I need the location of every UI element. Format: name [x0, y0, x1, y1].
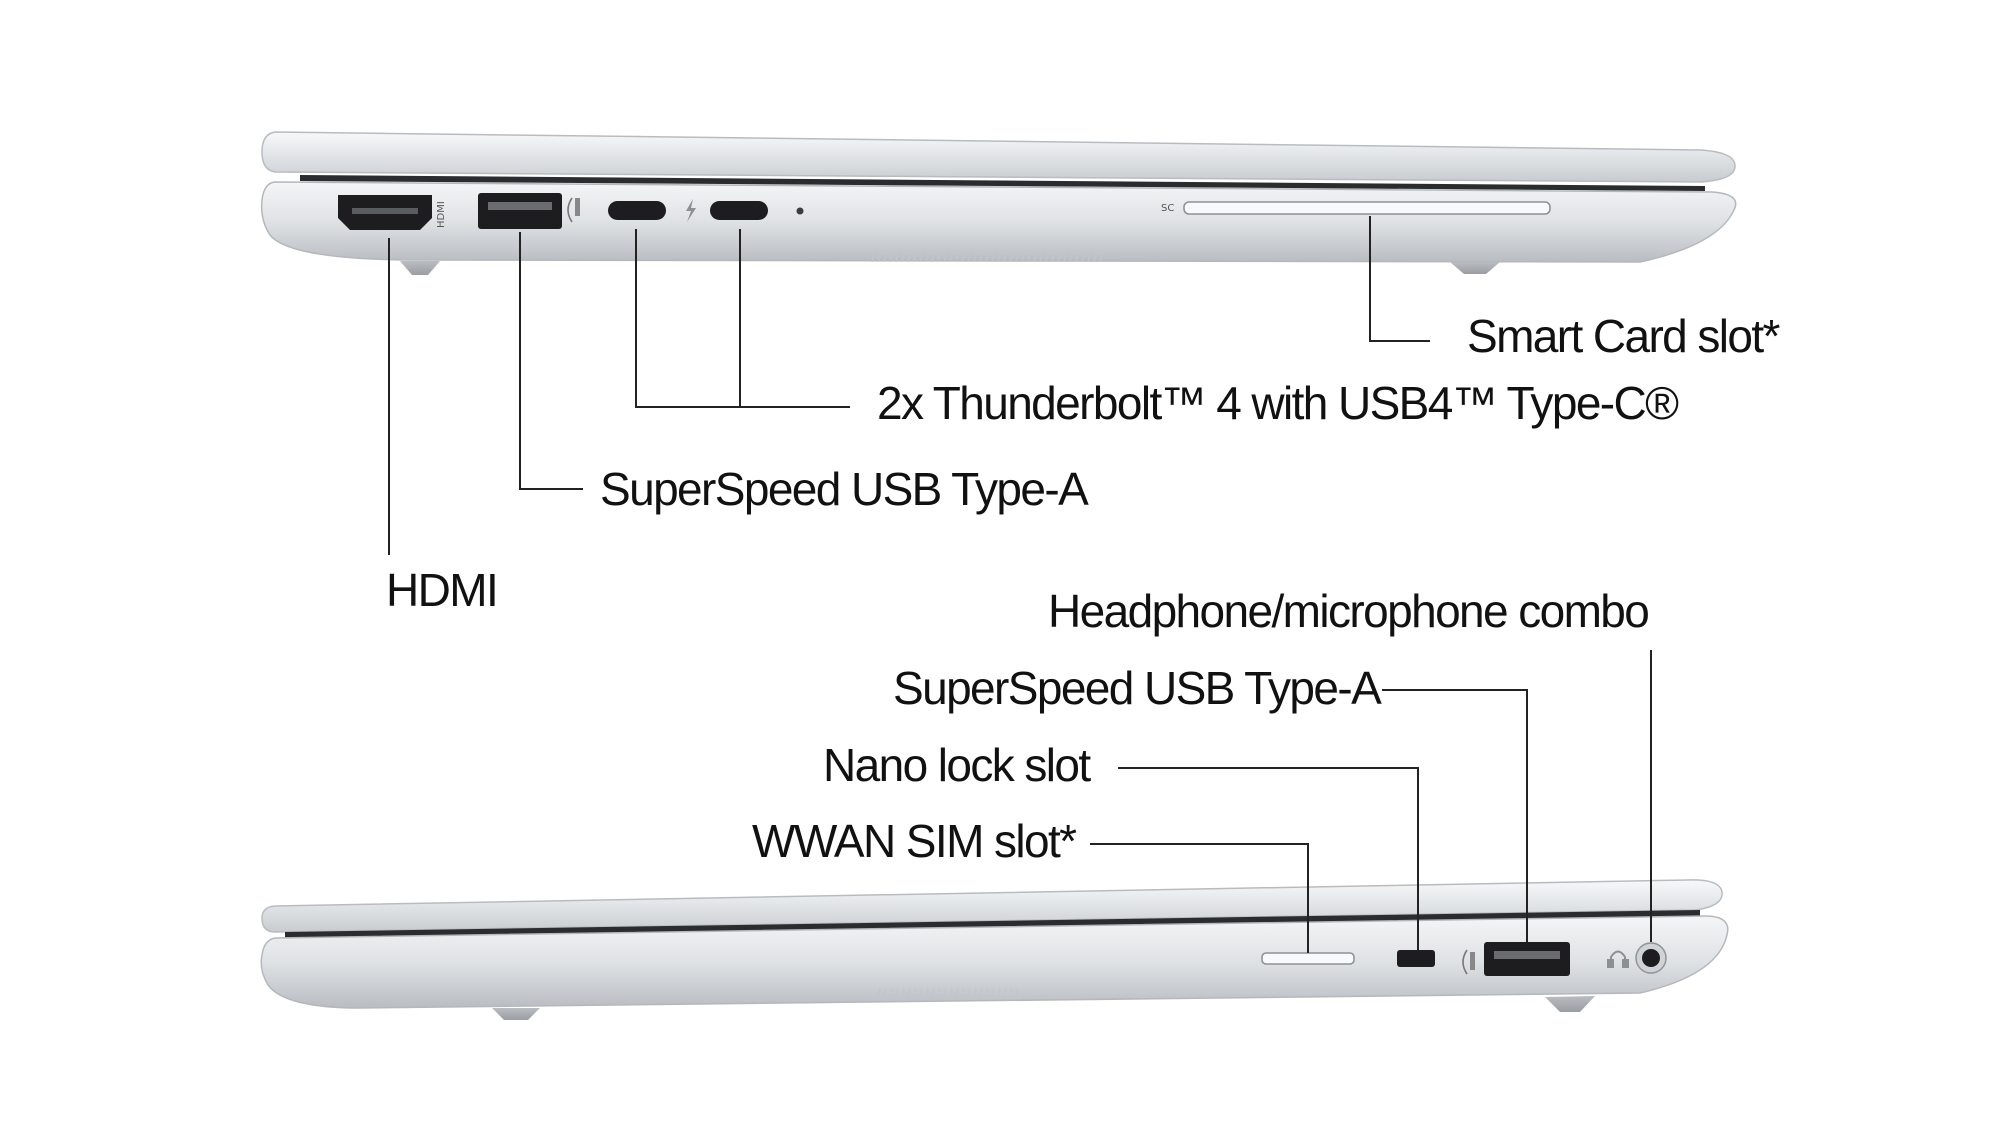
- callout-thunderbolt-ports: 2x Thunderbolt™ 4 with USB4™ Type-C®: [877, 377, 1679, 429]
- leader-lines: [1090, 650, 1652, 953]
- smart-card-marking: SC: [1161, 203, 1174, 214]
- rubber-foot: [1545, 996, 1595, 1012]
- laptop-lid: [261, 879, 1723, 933]
- left-side-view: HDMI SC: [260, 131, 1737, 555]
- right-side-view: [260, 650, 1729, 1020]
- rubber-foot: [1450, 262, 1500, 274]
- usb-c-port-icon: [710, 201, 768, 220]
- lid-gap: [300, 175, 1705, 191]
- superspeed-5gbps-icon: [1462, 949, 1475, 975]
- nano-lock-icon: [1397, 950, 1435, 967]
- leader-lines: [388, 216, 1430, 555]
- lid-gap: [285, 910, 1700, 938]
- usb-c-port-icon: [608, 201, 666, 220]
- sim-slot-icon: [1261, 952, 1355, 965]
- smart-card-slot-icon: [1183, 201, 1551, 215]
- callout-headphone-mic-combo: Headphone/microphone combo: [1048, 585, 1650, 637]
- callout-smart-card-slot: Smart Card slot*: [1467, 310, 1780, 362]
- superspeed-5gbps-icon: [567, 197, 580, 223]
- usb-a-port-icon: [478, 193, 562, 229]
- thunderbolt-icon: [686, 199, 696, 222]
- hdmi-port-icon: [338, 195, 432, 230]
- headset-icon: [1607, 950, 1629, 968]
- vent-grille: [876, 987, 1019, 1000]
- callout-usb-a-right: SuperSpeed USB Type-A: [893, 662, 1382, 714]
- usb-a-port-icon: [1484, 942, 1570, 976]
- laptop-lid: [261, 131, 1736, 183]
- rubber-foot: [492, 1008, 540, 1020]
- callout-wwan-sim-slot: WWAN SIM slot*: [752, 815, 1077, 867]
- callout-nano-lock-slot: Nano lock slot: [823, 739, 1091, 791]
- rubber-foot: [400, 261, 440, 275]
- callout-usb-a-left: SuperSpeed USB Type-A: [600, 463, 1089, 515]
- laptop-base: [260, 915, 1729, 1009]
- callout-hdmi: HDMI: [386, 564, 499, 616]
- hdmi-port-marking: HDMI: [436, 201, 447, 228]
- vent-grille: [871, 249, 1104, 263]
- audio-jack-icon: [1635, 942, 1667, 974]
- led-icon: [796, 207, 804, 215]
